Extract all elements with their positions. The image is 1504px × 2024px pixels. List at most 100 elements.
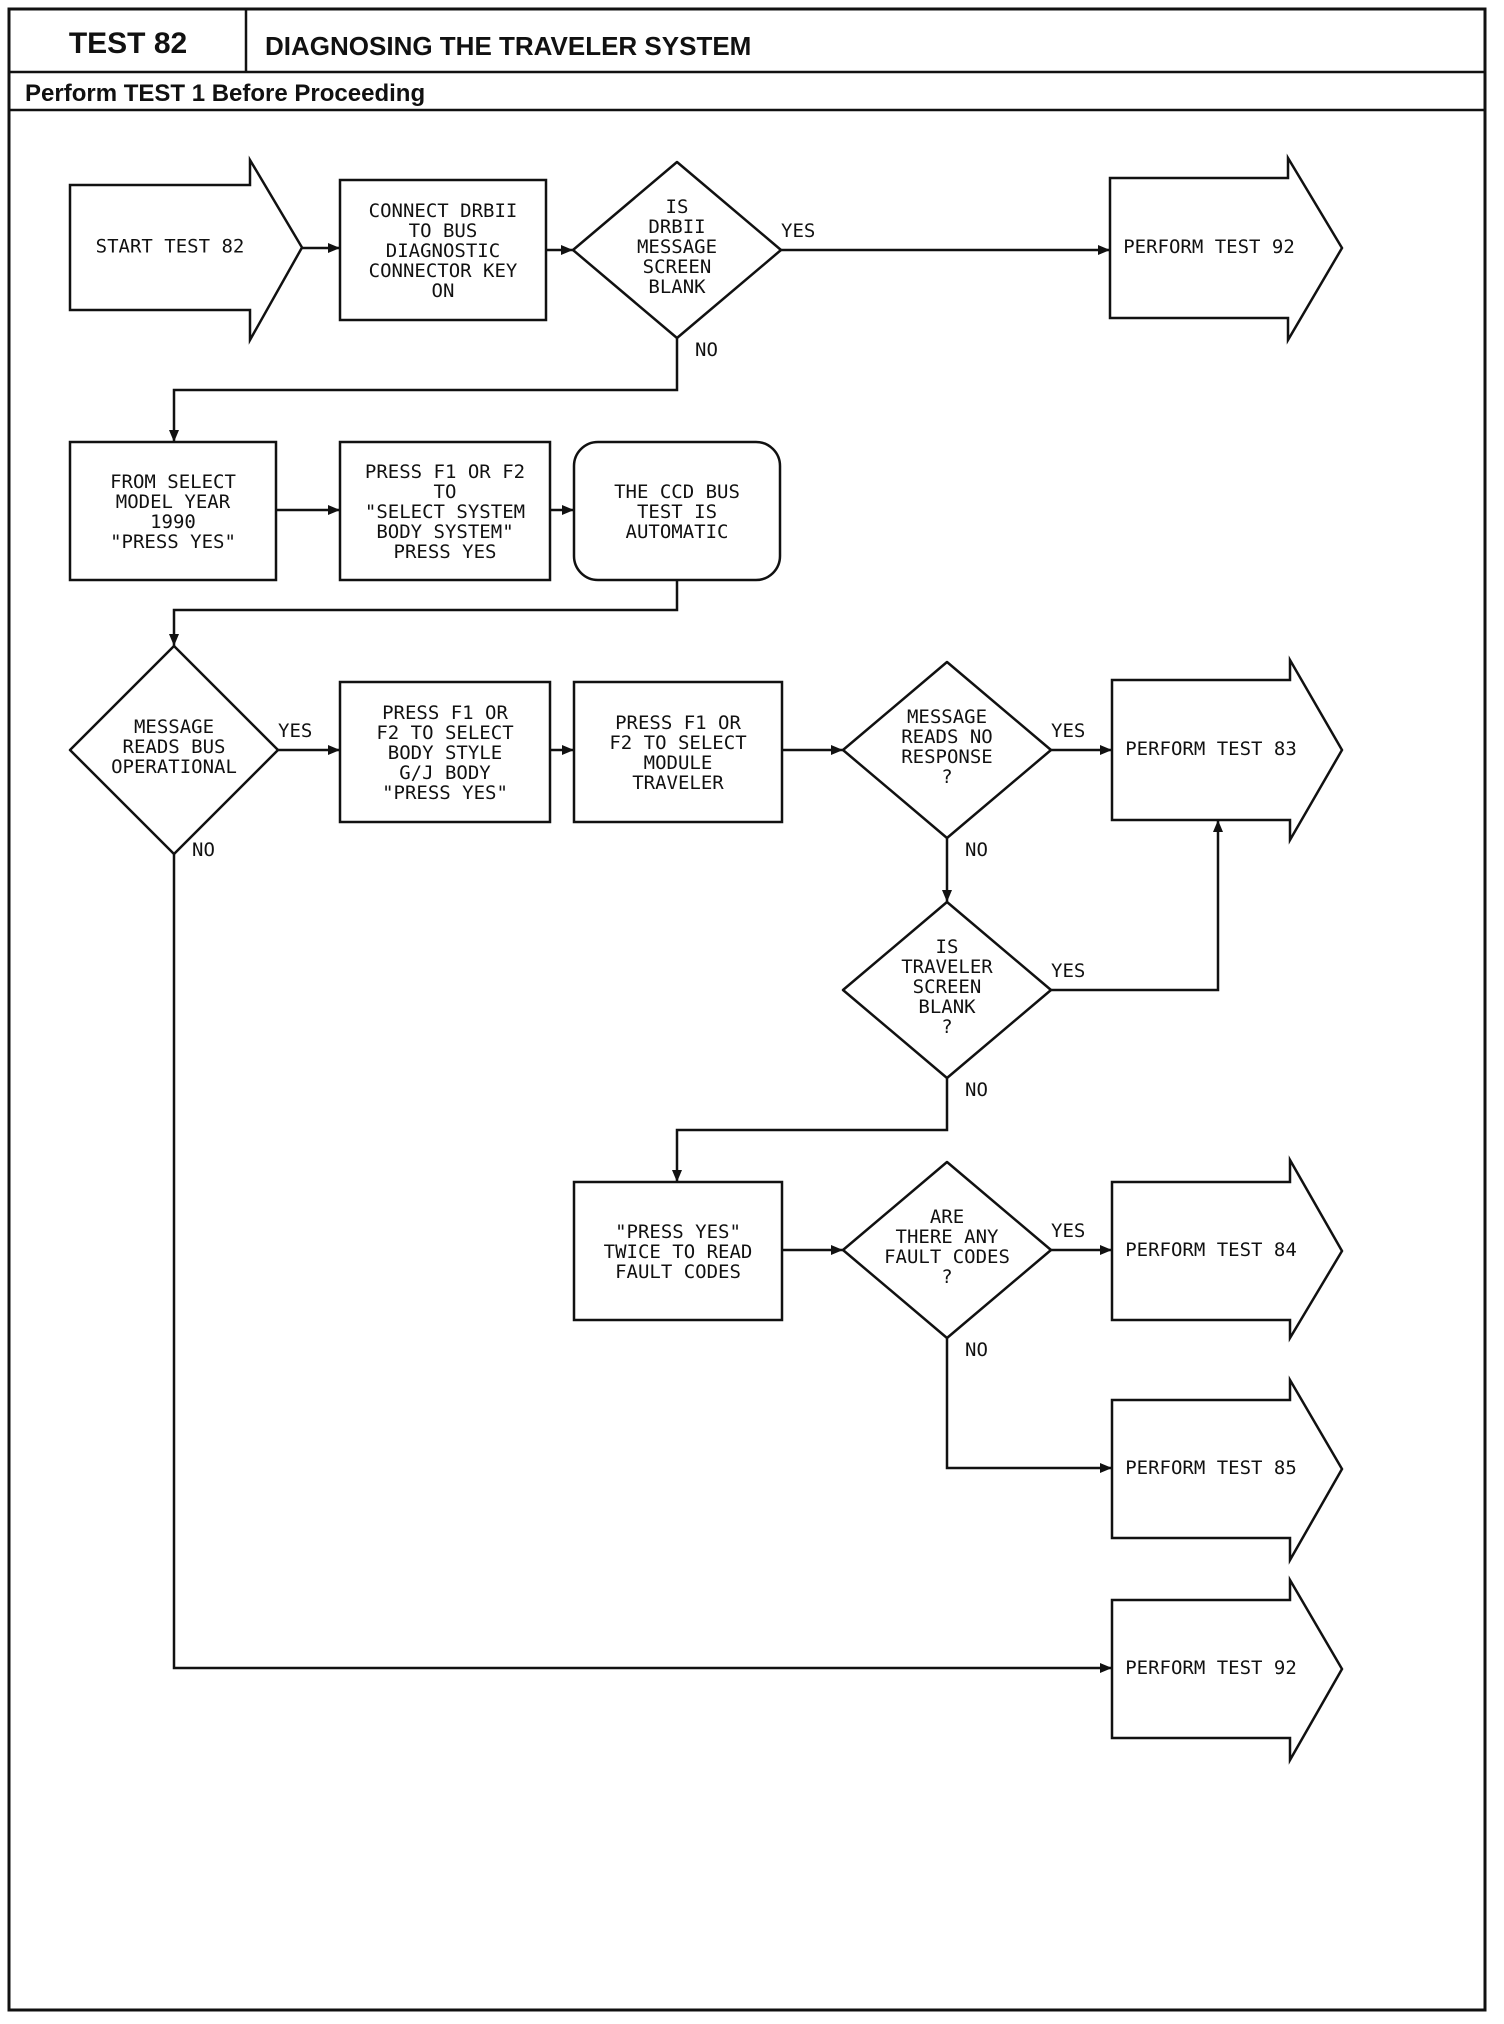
step-select_system-line: BODY SYSTEM" — [376, 521, 513, 543]
arrowhead — [561, 245, 573, 255]
decision-q_trav-line: ? — [941, 1016, 952, 1038]
step-select_system-line: PRESS YES — [394, 541, 497, 563]
terminal-arrow-shape — [1110, 655, 1344, 845]
step-module-line: PRESS F1 OR — [615, 712, 741, 734]
decision-q_noresp-line: RESPONSE — [901, 746, 993, 768]
page-title: DIAGNOSING THE TRAVELER SYSTEM — [265, 31, 751, 61]
terminal-start-line: START TEST 82 — [96, 236, 245, 258]
terminal-arrow-shape — [1110, 1155, 1344, 1343]
decision-q_trav-line: TRAVELER — [901, 956, 993, 978]
step-read_codes-line: "PRESS YES" — [615, 1221, 741, 1243]
arrowhead — [562, 505, 574, 515]
connector — [1051, 820, 1220, 992]
decision-q_codes-line: THERE ANY — [896, 1226, 1000, 1248]
arrowhead — [672, 1170, 682, 1182]
terminal-end_83-line: PERFORM TEST 83 — [1125, 738, 1297, 760]
terminal-end_85-line: PERFORM TEST 85 — [1125, 1457, 1297, 1479]
step-box — [338, 440, 552, 582]
decision-q_blank-line: MESSAGE — [637, 236, 717, 258]
branch-label-yes: YES — [278, 720, 312, 742]
step-connect-line: CONNECTOR KEY — [369, 260, 518, 282]
terminal-arrow-shape — [1108, 153, 1344, 345]
step-body_style-line: BODY STYLE — [388, 742, 502, 764]
step-body_style-line: G/J BODY — [399, 762, 491, 784]
branch-label-yes: YES — [1051, 1220, 1085, 1242]
terminal-end_85: PERFORM TEST 85 — [1110, 1375, 1344, 1565]
arrowhead — [831, 745, 843, 755]
arrowhead — [942, 890, 952, 902]
step-box — [338, 178, 548, 322]
step-module-line: TRAVELER — [632, 772, 724, 794]
step-box — [572, 1180, 784, 1322]
arrowhead — [1098, 245, 1110, 255]
step-connect-line: TO BUS — [409, 220, 478, 242]
decision-q_blank-line: BLANK — [648, 276, 706, 298]
test-number: TEST 82 — [69, 27, 187, 60]
decision-q_codes-line: ARE — [930, 1206, 964, 1228]
step-box — [572, 440, 782, 582]
decision-q_trav-line: IS — [936, 936, 959, 958]
step-ccd_auto-line: THE CCD BUS — [614, 481, 740, 503]
step-read_codes-line: TWICE TO READ — [604, 1241, 753, 1263]
arrowhead — [831, 1245, 843, 1255]
connector-lines — [169, 243, 1223, 1673]
decision-diamond — [841, 900, 1053, 1080]
step-select_year-line: MODEL YEAR — [116, 491, 231, 513]
terminal-arrow-shape — [68, 155, 304, 345]
step-select_system-line: TO — [434, 481, 457, 503]
decision-diamond — [571, 160, 783, 340]
step-box — [572, 680, 784, 824]
branch-label-no: NO — [965, 1339, 988, 1361]
arrowhead — [562, 745, 574, 755]
decision-q_trav-line: BLANK — [918, 996, 976, 1018]
arrowhead — [1100, 745, 1112, 755]
connector — [172, 854, 1112, 1670]
branch-label-no: NO — [965, 839, 988, 861]
branch-label-yes: YES — [1051, 960, 1085, 982]
connector — [172, 580, 679, 646]
subtitle: Perform TEST 1 Before Proceeding — [25, 80, 425, 107]
step-connect-line: DIAGNOSTIC — [386, 240, 500, 262]
arrowhead — [328, 745, 340, 755]
terminal-start: START TEST 82 — [68, 155, 304, 345]
terminal-arrow-shape — [1110, 1375, 1344, 1565]
connector — [172, 338, 679, 442]
step-box — [68, 440, 278, 582]
terminal-end_84-line: PERFORM TEST 84 — [1125, 1239, 1297, 1261]
decision-q_noresp-line: READS NO — [901, 726, 993, 748]
step-ccd_auto-line: TEST IS — [637, 501, 717, 523]
decision-diamond — [68, 644, 280, 856]
step-body_style-line: F2 TO SELECT — [376, 722, 513, 744]
step-ccd_auto-line: AUTOMATIC — [626, 521, 729, 543]
decision-q_trav-line: SCREEN — [913, 976, 982, 998]
step-body_style-line: PRESS F1 OR — [382, 702, 508, 724]
step-read_codes-line: FAULT CODES — [615, 1261, 741, 1283]
arrowhead — [1100, 1245, 1112, 1255]
decision-q_bus-line: OPERATIONAL — [111, 756, 237, 778]
connector — [675, 1078, 949, 1182]
step-select_year-line: FROM SELECT — [110, 471, 236, 493]
branch-label-no: NO — [965, 1079, 988, 1101]
arrowhead — [1213, 820, 1223, 832]
decision-q_noresp-line: MESSAGE — [907, 706, 987, 728]
step-module-line: MODULE — [644, 752, 713, 774]
decision-q_blank-line: SCREEN — [643, 256, 712, 278]
decision-q_bus-line: READS BUS — [123, 736, 226, 758]
terminal-end_92b-line: PERFORM TEST 92 — [1125, 1657, 1297, 1679]
branch-label-yes: YES — [781, 220, 815, 242]
step-connect-line: CONNECT DRBII — [369, 200, 518, 222]
page-border — [7, 7, 1487, 2012]
arrowhead — [328, 243, 340, 253]
